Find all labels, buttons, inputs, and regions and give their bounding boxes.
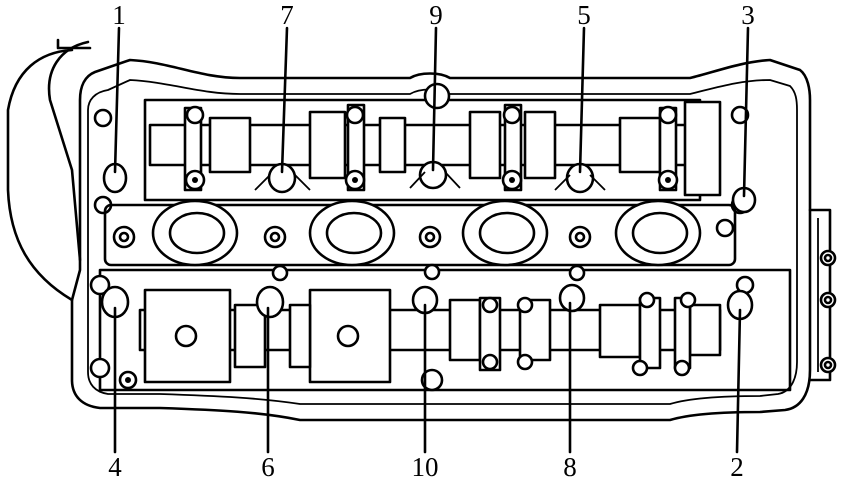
label-9: 9 [429,0,443,30]
label-4: 4 [108,452,122,479]
label-7: 7 [280,0,294,30]
label-6: 6 [261,452,275,479]
label-2: 2 [730,452,744,479]
label-1: 1 [112,0,126,30]
lower-numbered-bolts [100,283,754,321]
lower-bolts [89,249,837,392]
bolt-labels: 1 7 9 5 3 4 6 10 8 2 [108,0,755,479]
label-8: 8 [563,452,577,479]
upper-numbered-bolts [102,160,757,214]
leader-lines [113,26,750,454]
spark-plug-wells [103,199,737,267]
upper-camshaft [143,82,722,202]
label-10: 10 [412,452,439,479]
lower-camshaft [98,268,792,392]
label-3: 3 [741,0,755,30]
label-5: 5 [577,0,591,30]
